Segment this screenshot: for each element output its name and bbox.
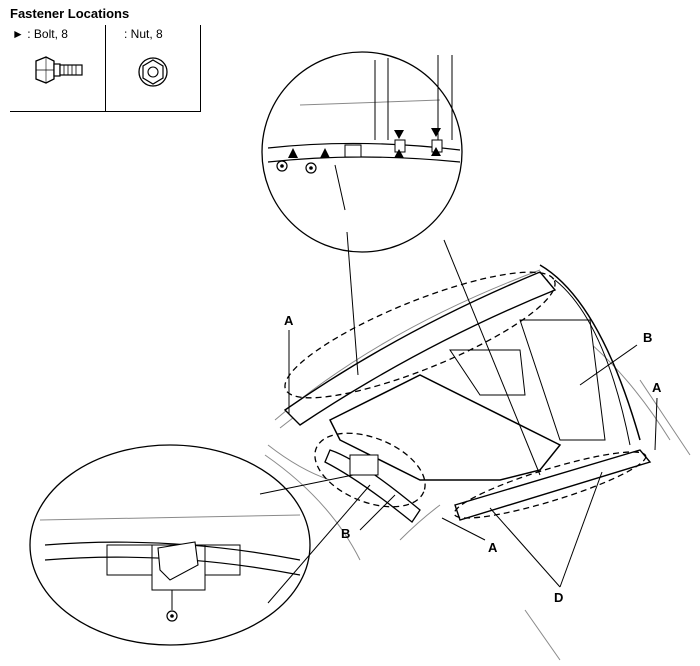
legend-bolt-box: ► : Bolt, 8 bbox=[10, 25, 106, 112]
group-left-rail bbox=[314, 432, 426, 508]
legend-nut-box: : Nut, 8 bbox=[106, 25, 201, 112]
legend-bolt-text: ► : Bolt, 8 bbox=[12, 27, 68, 41]
bolt-marker bbox=[320, 148, 330, 158]
sunroof-glass-opening bbox=[328, 374, 562, 481]
motor-bracket bbox=[349, 454, 379, 476]
callout-d: D bbox=[554, 590, 564, 605]
callout-b-upper: B bbox=[643, 330, 653, 345]
leader-lines bbox=[288, 330, 658, 588]
bolt-arrow-symbol: ► bbox=[12, 27, 24, 41]
bolt-marker bbox=[431, 147, 441, 156]
zoom-detail-top bbox=[261, 51, 463, 253]
legend-nut-label: : Nut, 8 bbox=[124, 27, 163, 41]
bolt-marker bbox=[288, 148, 298, 158]
bolt-marker bbox=[394, 149, 404, 158]
sunroof-frame-right bbox=[519, 319, 606, 441]
legend-bolt-label: : Bolt, 8 bbox=[27, 27, 68, 41]
zoom-detail-bottom bbox=[29, 444, 311, 646]
callout-a-right: A bbox=[652, 380, 662, 395]
bolt-marker bbox=[394, 130, 404, 139]
sunroof-panel-shade bbox=[449, 349, 526, 396]
callout-a-left: A bbox=[284, 313, 294, 328]
group-front-rail bbox=[284, 271, 556, 399]
group-right-rail bbox=[453, 451, 647, 519]
bolt-icon bbox=[35, 56, 83, 84]
diagram-title: Fastener Locations bbox=[10, 6, 130, 21]
callout-a-bottom: A bbox=[488, 540, 498, 555]
callout-b-lower: B bbox=[341, 526, 351, 541]
nut-icon bbox=[138, 57, 168, 87]
bolt-marker bbox=[431, 128, 441, 137]
